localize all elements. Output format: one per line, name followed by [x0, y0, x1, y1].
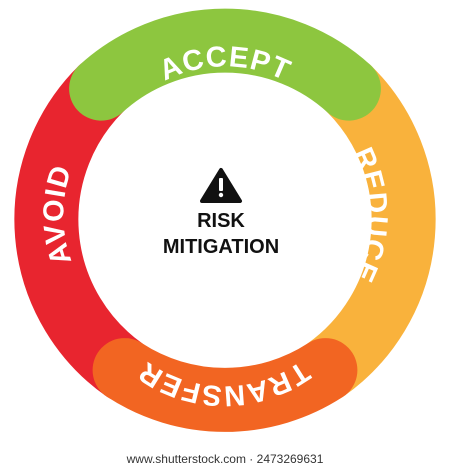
cycle-diagram: ACCEPT REDUCE TRANSFER AVOID RISK MITIGA…: [14, 8, 436, 432]
center-title-line1: RISK: [197, 210, 245, 232]
accept-segment: [69, 8, 381, 121]
reduce-segment: [293, 56, 436, 403]
warning-icon: [200, 168, 242, 203]
center-disc: [104, 104, 346, 346]
footer-watermark: www.shutterstock.com · 2473269631: [126, 452, 324, 466]
avoid-segment: [14, 56, 157, 403]
transfer-segment: [92, 338, 358, 432]
center-title-line2: MITIGATION: [163, 236, 279, 258]
